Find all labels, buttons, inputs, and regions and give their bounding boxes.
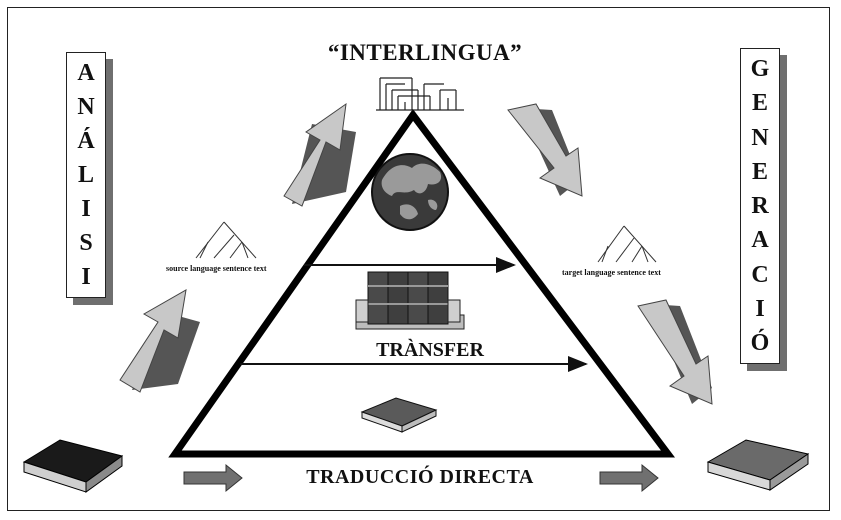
analysis-letter: I xyxy=(81,264,91,290)
generation-letter: R xyxy=(751,193,769,219)
analysis-letter: S xyxy=(79,230,93,256)
generation-letter: A xyxy=(751,227,769,254)
analysis-column: A N Á L I S I xyxy=(66,52,106,298)
analysis-letter: I xyxy=(81,196,91,222)
generation-letter: E xyxy=(751,158,768,185)
generation-letter: C xyxy=(751,261,769,288)
analysis-letter: N xyxy=(77,94,95,120)
interlingua-tree-icon xyxy=(376,77,464,111)
analysis-arrow-lower xyxy=(119,289,200,393)
direct-arrow-right xyxy=(599,463,659,493)
diagram-frame xyxy=(7,7,830,511)
generation-letter: N xyxy=(751,124,769,151)
globe-icon xyxy=(371,153,449,231)
generation-column: G E N E R A C I Ó xyxy=(740,48,780,364)
transfer-title: TRÀNSFER xyxy=(376,339,484,361)
target-parse-tree-icon xyxy=(597,225,657,263)
source-parse-tree-icon xyxy=(195,221,257,259)
generation-letter: I xyxy=(755,295,765,322)
analysis-letter: Á xyxy=(77,128,95,154)
book-icon xyxy=(360,397,438,433)
books-icon xyxy=(355,271,465,330)
analysis-letter: L xyxy=(77,162,94,188)
generation-letter: G xyxy=(750,56,770,82)
direct-translation-title: TRADUCCIÓ DIRECTA xyxy=(306,466,534,488)
generation-letter: E xyxy=(751,90,768,117)
direct-arrow-left xyxy=(183,463,243,493)
source-book-icon xyxy=(22,439,124,493)
source-sentence-label: source language sentence text xyxy=(166,264,267,273)
target-book-icon xyxy=(706,439,810,491)
generation-arrow-lower xyxy=(637,299,713,405)
interlingua-title: “INTERLINGUA” xyxy=(327,40,523,65)
analysis-arrow-upper xyxy=(283,102,356,207)
generation-letter: Ó xyxy=(750,330,770,356)
target-sentence-label: target language sentence text xyxy=(562,268,661,277)
generation-arrow-upper xyxy=(507,103,583,197)
analysis-letter: A xyxy=(77,60,95,86)
